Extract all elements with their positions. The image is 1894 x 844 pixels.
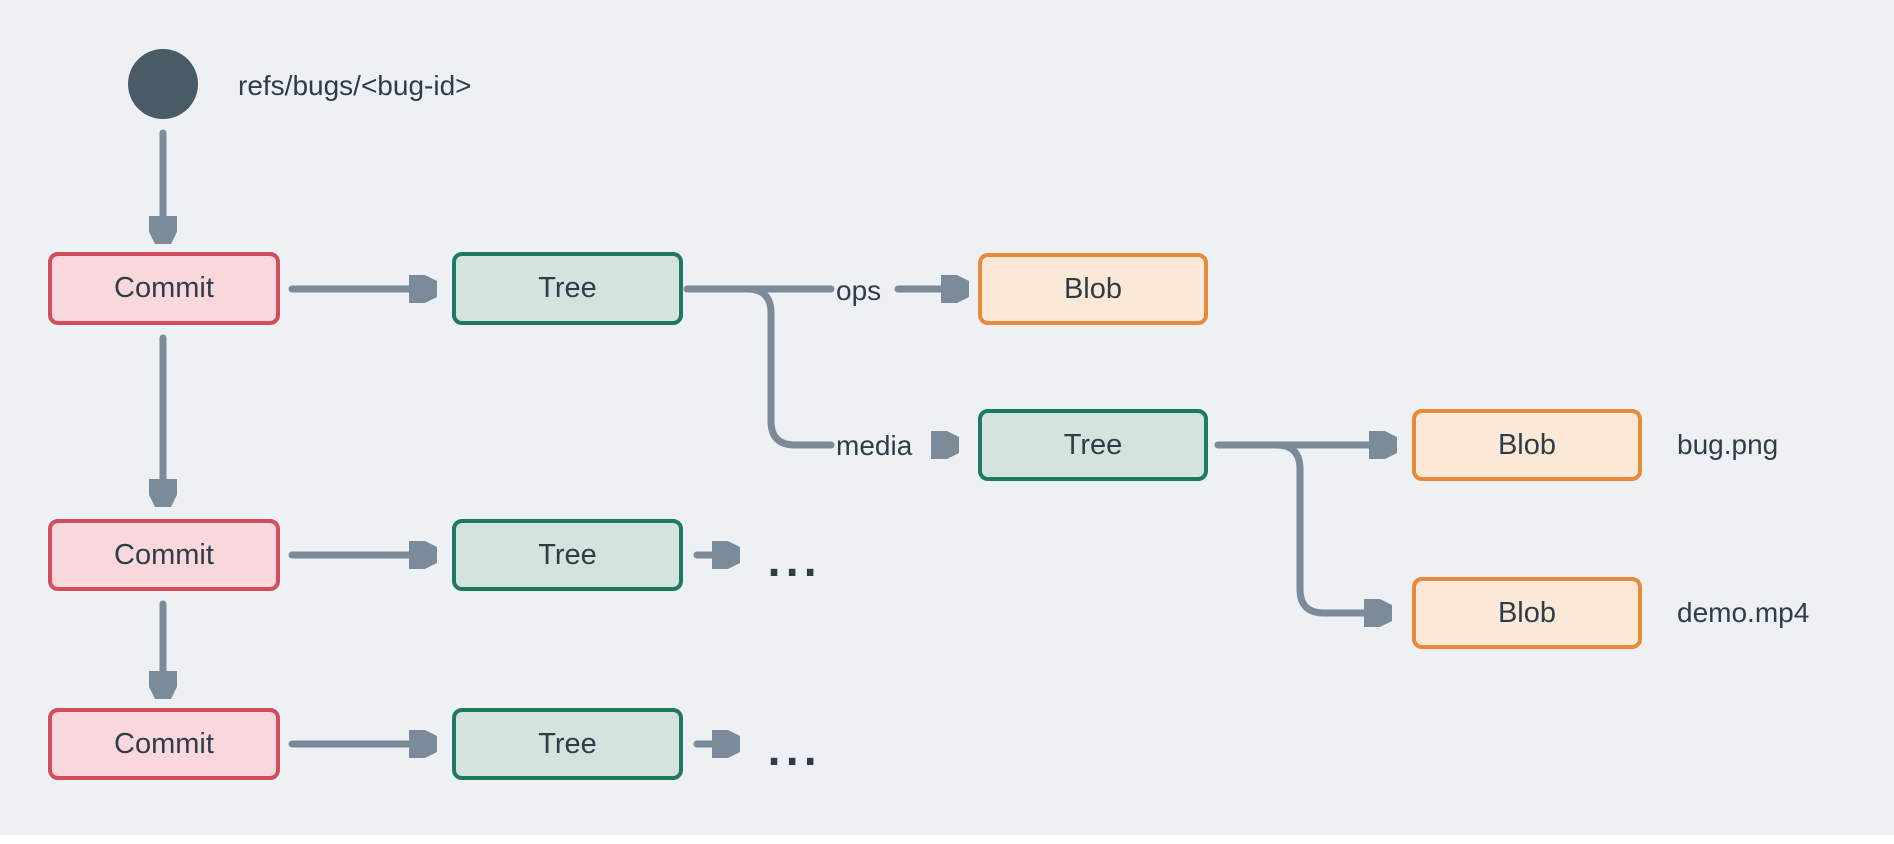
file-label-demo-mp4: demo.mp4 bbox=[1677, 597, 1810, 628]
node-blob-ops: Blob bbox=[978, 253, 1208, 325]
edge-treemedia-branch-to-blob-demo bbox=[1272, 441, 1385, 613]
node-commit-3: Commit bbox=[48, 708, 280, 780]
node-blob-demo: Blob bbox=[1412, 577, 1642, 649]
ellipsis-row-3: ... bbox=[762, 729, 822, 775]
node-commit-2: Commit bbox=[48, 519, 280, 591]
ellipsis-row-2: ... bbox=[762, 540, 822, 586]
ref-node-circle bbox=[128, 49, 198, 119]
edge-label-ops: ops bbox=[836, 275, 882, 306]
ref-label: refs/bugs/<bug-id> bbox=[238, 70, 472, 101]
node-tree-3: Tree bbox=[452, 708, 683, 780]
node-blob-bug: Blob bbox=[1412, 409, 1642, 481]
edge-label-media: media bbox=[836, 430, 913, 461]
bottom-strip bbox=[0, 835, 1894, 844]
node-tree-media: Tree bbox=[978, 409, 1208, 481]
node-commit-1: Commit bbox=[48, 252, 280, 325]
node-tree-2: Tree bbox=[452, 519, 683, 591]
node-tree-1: Tree bbox=[452, 252, 683, 325]
file-label-bug-png: bug.png bbox=[1677, 429, 1779, 460]
edge-tree1-branch-to-media-label bbox=[743, 285, 835, 449]
